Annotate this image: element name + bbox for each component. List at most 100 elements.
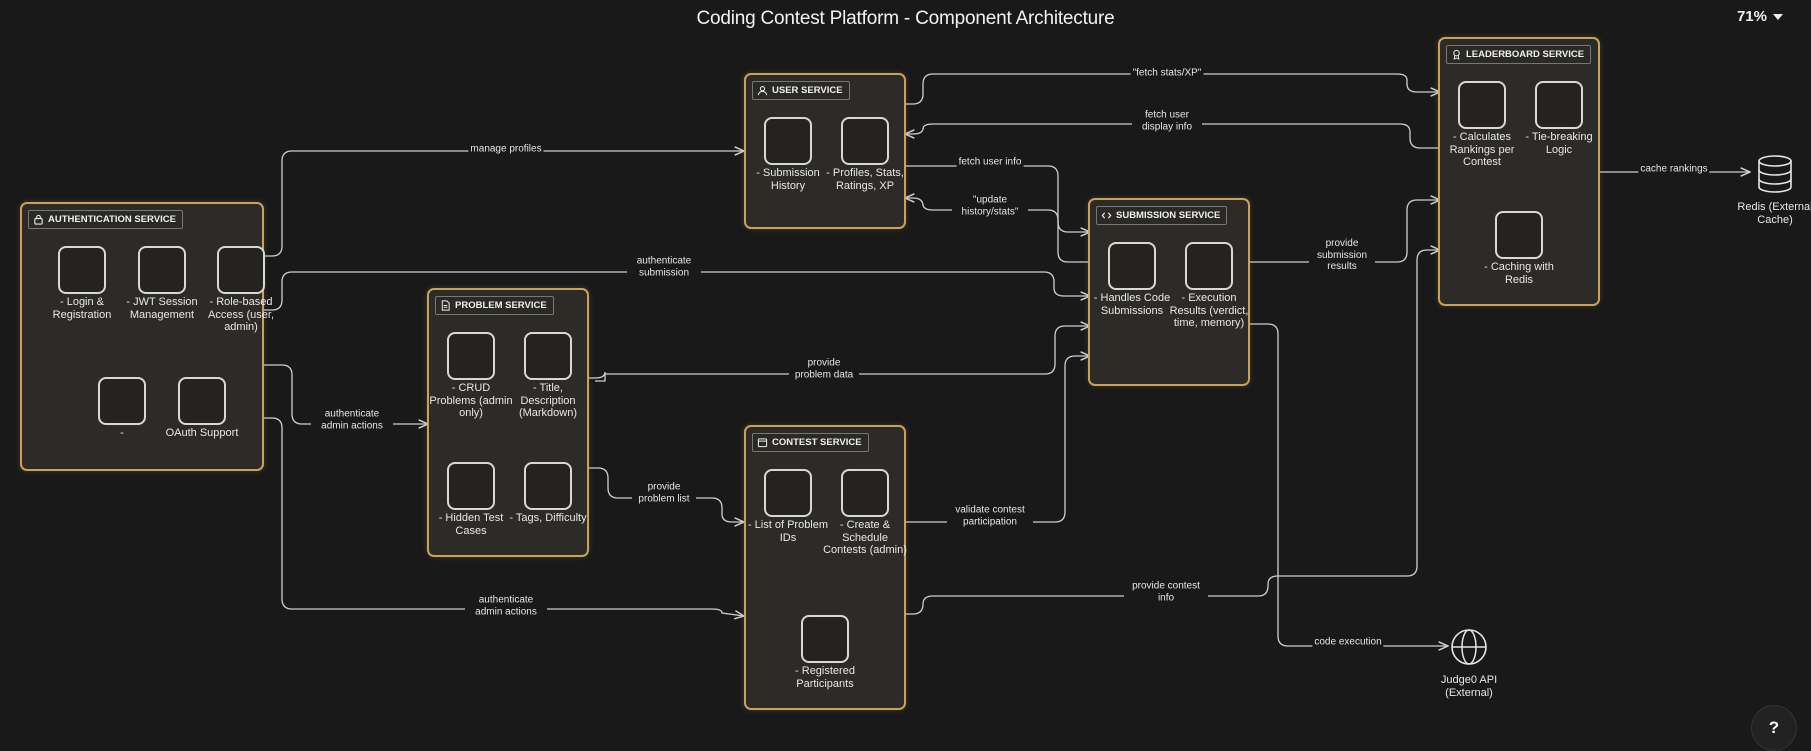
- code-icon: [1101, 212, 1112, 219]
- authentication-service-title: AUTHENTICATION SERVICE: [48, 214, 176, 225]
- diagram-title: Coding Contest Platform - Component Arch…: [696, 8, 1115, 29]
- component-label: - Tie-breaking Logic: [1525, 131, 1593, 156]
- edge-label-cache-rankings: cache rankings: [1638, 163, 1710, 175]
- component-execution-results[interactable]: - Execution Results (verdict, time, memo…: [1167, 242, 1251, 330]
- contest-service-title: CONTEST SERVICE: [772, 437, 862, 448]
- component-label: - Execution Results (verdict, time, memo…: [1169, 292, 1249, 329]
- edge-provide-contest-info: [903, 250, 1440, 615]
- component-box: [1535, 81, 1583, 129]
- component-box: [447, 462, 495, 510]
- component-box: [58, 246, 106, 294]
- lock-icon: [34, 214, 43, 225]
- component-label: - Role-based Access (user, admin): [207, 296, 275, 333]
- edge-validate-contest-participation: [903, 356, 1090, 523]
- document-icon: [441, 300, 450, 311]
- component-crud-problems[interactable]: - CRUD Problems (admin only): [429, 332, 513, 420]
- calendar-icon: [757, 438, 768, 448]
- database-icon: [1758, 155, 1792, 193]
- component-label: - Create & Schedule Contests (admin): [823, 519, 907, 556]
- component-handles-code-submissions[interactable]: - Handles Code Submissions: [1090, 242, 1174, 317]
- component-submission-history[interactable]: - Submission History: [746, 117, 830, 192]
- component-label: - Profiles, Stats, Ratings, XP: [826, 167, 904, 192]
- component-hidden-test-cases[interactable]: - Hidden Test Cases: [429, 462, 513, 537]
- edge-label-provide-submission-results: provide submission results: [1309, 237, 1375, 273]
- leaderboard-service-header: LEADERBOARD SERVICE: [1446, 45, 1592, 64]
- authentication-service-header: AUTHENTICATION SERVICE: [28, 210, 183, 229]
- component-profiles-stats[interactable]: - Profiles, Stats, Ratings, XP: [823, 117, 907, 192]
- component-box: [178, 377, 226, 425]
- zoom-level: 71%: [1736, 8, 1767, 25]
- component-box: [841, 117, 889, 165]
- edge-label-authenticate-admin-actions-2: authenticate admin actions: [465, 594, 547, 618]
- help-button[interactable]: ?: [1751, 705, 1797, 751]
- component-label: - JWT Session Management: [126, 296, 198, 321]
- globe-icon: [1451, 629, 1487, 665]
- component-label: -: [120, 427, 124, 439]
- component-jwt-session[interactable]: - JWT Session Management: [120, 246, 204, 321]
- component-tie-breaking[interactable]: - Tie-breaking Logic: [1517, 81, 1601, 156]
- component-unnamed[interactable]: -: [80, 377, 164, 440]
- edge-label-authenticate-admin-actions-1: authenticate admin actions: [311, 408, 393, 432]
- component-calculates-rankings[interactable]: - Calculates Rankings per Contest: [1440, 81, 1524, 169]
- submission-service-title: SUBMISSION SERVICE: [1116, 210, 1221, 221]
- leaderboard-service[interactable]: LEADERBOARD SERVICE - Calculates Ranking…: [1438, 37, 1600, 306]
- edge-authenticate-admin-actions-1: [262, 364, 428, 424]
- component-label: - Caching with Redis: [1484, 261, 1554, 286]
- component-box: [524, 462, 572, 510]
- problem-service-header: PROBLEM SERVICE: [435, 296, 554, 315]
- component-box: [98, 377, 146, 425]
- component-box: [764, 117, 812, 165]
- component-label: OAuth Support: [165, 427, 239, 439]
- edge-label-fetch-user-display-info: fetch user display info: [1132, 109, 1202, 133]
- problem-service-title: PROBLEM SERVICE: [455, 300, 547, 311]
- edge-label-provide-problem-list: provide problem list: [632, 481, 696, 505]
- component-registered-participants[interactable]: - Registered Participants: [783, 615, 867, 690]
- component-caching-redis[interactable]: - Caching with Redis: [1477, 211, 1561, 286]
- component-oauth-support[interactable]: OAuth Support: [160, 377, 244, 440]
- judge0-label: Judge0 API (External): [1440, 674, 1498, 699]
- redis-external[interactable]: Redis (External Cache): [1730, 154, 1811, 226]
- edge-label-validate-contest-participation: validate contest participation: [947, 504, 1033, 528]
- user-icon: [757, 86, 768, 96]
- user-service-title: USER SERVICE: [772, 85, 843, 96]
- component-box: [217, 246, 265, 294]
- component-box: [1495, 211, 1543, 259]
- component-box: [138, 246, 186, 294]
- judge0-external[interactable]: Judge0 API (External): [1424, 627, 1514, 699]
- component-label: - Tags, Difficulty: [509, 512, 587, 524]
- user-service[interactable]: USER SERVICE - Submission History - Prof…: [744, 73, 906, 229]
- component-create-schedule-contests[interactable]: - Create & Schedule Contests (admin): [823, 469, 907, 557]
- component-label: - CRUD Problems (admin only): [429, 382, 513, 419]
- edge-label-authenticate-submission: authenticate submission: [627, 255, 701, 279]
- component-tags-difficulty[interactable]: - Tags, Difficulty: [506, 462, 590, 525]
- chevron-down-icon: [1773, 13, 1783, 20]
- component-box: [764, 469, 812, 517]
- contest-service-header: CONTEST SERVICE: [752, 433, 869, 452]
- edge-label-manage-profiles: manage profiles: [468, 143, 544, 155]
- zoom-control[interactable]: 71%: [1737, 8, 1783, 25]
- edge-provide-submission-results: [1248, 200, 1440, 263]
- component-title-description[interactable]: - Title, Description (Markdown): [506, 332, 590, 420]
- component-label: - Login & Registration: [52, 296, 112, 321]
- component-box: [1108, 242, 1156, 290]
- edge-manage-profiles: [262, 151, 744, 257]
- component-label: - Calculates Rankings per Contest: [1449, 131, 1515, 168]
- edge-code-execution: [1248, 323, 1448, 646]
- submission-service[interactable]: SUBMISSION SERVICE - Handles Code Submis…: [1088, 198, 1250, 386]
- component-login-registration[interactable]: - Login & Registration: [40, 246, 124, 321]
- component-label: - Submission History: [756, 167, 820, 192]
- edge-provide-problem-data: [585, 326, 1090, 382]
- component-label: - Registered Participants: [795, 665, 855, 690]
- edge-label-fetch-stats-xp: "fetch stats/XP": [1130, 67, 1204, 79]
- contest-service[interactable]: CONTEST SERVICE - List of Problem IDs - …: [744, 425, 907, 710]
- leaderboard-service-title: LEADERBOARD SERVICE: [1466, 49, 1585, 60]
- component-role-based-access[interactable]: - Role-based Access (user, admin): [199, 246, 283, 334]
- component-box: [1458, 81, 1506, 129]
- redis-label: Redis (External Cache): [1737, 201, 1811, 226]
- component-box: [1185, 242, 1233, 290]
- edge-label-code-execution: code execution: [1312, 636, 1384, 648]
- component-list-problem-ids[interactable]: - List of Problem IDs: [746, 469, 830, 544]
- component-box: [801, 615, 849, 663]
- authentication-service[interactable]: AUTHENTICATION SERVICE - Login & Registr…: [20, 202, 274, 471]
- problem-service[interactable]: PROBLEM SERVICE - CRUD Problems (admin o…: [427, 288, 589, 557]
